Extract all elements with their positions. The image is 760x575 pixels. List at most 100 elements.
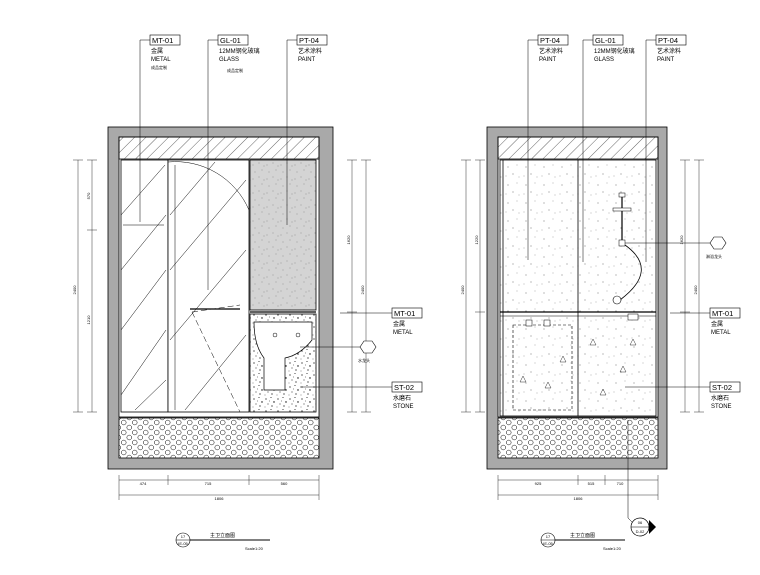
glass-panel-door (167, 159, 250, 413)
glass-reflection-lines (120, 161, 247, 411)
shower-set (612, 192, 642, 321)
svg-text:STONE: STONE (711, 404, 732, 410)
svg-text:PT-04: PT-04 (658, 36, 678, 45)
svg-text:MT-01: MT-01 (712, 309, 733, 318)
svg-text:METAL: METAL (393, 330, 413, 336)
callout-mt01-top: MT-01 金属 METAL 成品定制 (149, 34, 181, 70)
right-elevation: 2400 1220 1620 2400 925 515 710 1806 (460, 34, 741, 551)
svg-text:PAINT: PAINT (657, 57, 675, 63)
svg-text:PAINT: PAINT (298, 57, 316, 63)
stone-triangles (519, 338, 637, 396)
svg-text:17: 17 (181, 534, 186, 539)
dim-lower: 1210 (86, 315, 91, 325)
svg-text:Scale1:20: Scale1:20 (245, 546, 264, 551)
svg-text:D-02: D-02 (636, 529, 645, 534)
svg-text:水磨石: 水磨石 (393, 394, 411, 402)
paint-wall-panel (249, 159, 317, 311)
dim-bottom-2: 715 (205, 481, 212, 486)
washbasin (253, 321, 313, 391)
bathtub-outline (512, 324, 573, 411)
door-swing-line (191, 311, 241, 413)
dim-right-1: 1620 (679, 235, 684, 245)
svg-text:MT-01: MT-01 (394, 309, 415, 318)
svg-text:水龙头: 水龙头 (358, 357, 370, 363)
dim-height-total: 2400 (460, 285, 465, 295)
hex-tag-shower: 淋浴龙头 (706, 236, 727, 259)
svg-text:主卫立面图: 主卫立面图 (570, 532, 595, 539)
glass-panel-left (120, 159, 169, 413)
svg-text:GLASS: GLASS (219, 57, 239, 63)
callout-gl01-top: GL-01 12MM钢化玻璃 GLASS (592, 34, 635, 63)
title-block-left: 17 IE-05 主卫立面图 Scale1:20 (175, 532, 270, 551)
dims-bottom (497, 475, 659, 500)
leaders-top (139, 39, 297, 290)
svg-text:艺术涂料: 艺术涂料 (298, 47, 322, 55)
callout-gl01-top: GL-01 12MM钢化玻璃 GLASS 成品定制 (217, 34, 260, 73)
svg-text:ST-02: ST-02 (712, 383, 732, 392)
svg-text:金属: 金属 (393, 320, 405, 328)
dim-bottom-total: 1806 (215, 496, 225, 501)
callout-pt04-top: PT-04 艺术涂料 PAINT (296, 34, 328, 63)
svg-text:METAL: METAL (151, 57, 171, 63)
callout-st02-right: ST-02 水磨石 STONE (391, 381, 423, 410)
callout-st02-right: ST-02 水磨石 STONE (709, 381, 741, 410)
dims-left (73, 159, 97, 413)
dim-right-total: 2400 (693, 285, 698, 295)
svg-text:IE-05: IE-05 (543, 541, 553, 546)
svg-text:艺术涂料: 艺术涂料 (657, 47, 681, 55)
svg-text:成品定制: 成品定制 (151, 64, 167, 70)
leaders-top (527, 39, 656, 262)
svg-text:STONE: STONE (393, 404, 414, 410)
door-arc (167, 161, 250, 211)
svg-text:GLASS: GLASS (594, 57, 614, 63)
svg-text:PAINT: PAINT (539, 57, 557, 63)
dim-upper: 1220 (474, 235, 479, 245)
dims-bottom (118, 475, 320, 500)
dim-bottom-3: 560 (281, 481, 288, 486)
svg-text:METAL: METAL (711, 330, 731, 336)
dim-bottom-2: 515 (588, 481, 595, 486)
left-elevation: 2400 570 1210 1620 2400 474 715 560 1806 (72, 34, 423, 551)
hex-tag-faucet: 水龙头 (358, 340, 377, 363)
floor-tile (118, 417, 320, 459)
dim-height-total: 2400 (72, 285, 77, 295)
svg-text:金属: 金属 (711, 320, 723, 328)
dim-bottom-3: 710 (617, 481, 624, 486)
ceiling-hatch (118, 136, 320, 160)
dim-right-total: 2400 (360, 285, 365, 295)
callout-mt01-right: MT-01 金属 METAL (709, 307, 741, 336)
leaders-right (300, 312, 392, 388)
dim-bottom-total: 1806 (574, 496, 584, 501)
svg-text:Scale1:20: Scale1:20 (603, 546, 622, 551)
detail-marker: 06 D-02 (627, 420, 656, 537)
svg-text:12MM钢化玻璃: 12MM钢化玻璃 (219, 47, 260, 55)
callout-pt04-top-b: PT-04 艺术涂料 PAINT (655, 34, 687, 63)
svg-text:IE-05: IE-05 (178, 541, 188, 546)
dim-right-1: 1620 (346, 235, 351, 245)
svg-text:06: 06 (638, 520, 643, 525)
svg-text:金属: 金属 (151, 47, 163, 55)
svg-text:GL-01: GL-01 (220, 36, 241, 45)
svg-text:17: 17 (546, 534, 551, 539)
svg-text:PT-04: PT-04 (540, 36, 560, 45)
svg-text:GL-01: GL-01 (595, 36, 616, 45)
callout-mt01-right: MT-01 金属 METAL (391, 307, 423, 336)
dims-left (461, 159, 485, 413)
title-block-right: 17 IE-05 主卫立面图 Scale1:20 (540, 532, 625, 551)
svg-text:ST-02: ST-02 (394, 383, 414, 392)
ceiling-hatch (497, 136, 659, 160)
dim-bottom-1: 925 (535, 481, 542, 486)
svg-text:12MM钢化玻璃: 12MM钢化玻璃 (594, 47, 635, 55)
dims-right (347, 159, 371, 413)
callout-pt04-top-a: PT-04 艺术涂料 PAINT (537, 34, 569, 63)
svg-text:水磨石: 水磨石 (711, 394, 729, 402)
svg-text:淋浴龙头: 淋浴龙头 (706, 253, 722, 259)
dims-right (680, 159, 704, 413)
dim-bottom-1: 474 (140, 481, 147, 486)
floor-tile (497, 417, 659, 459)
svg-text:艺术涂料: 艺术涂料 (539, 47, 563, 55)
svg-text:成品定制: 成品定制 (227, 67, 243, 73)
svg-text:MT-01: MT-01 (152, 36, 173, 45)
dim-upper: 570 (86, 192, 91, 199)
